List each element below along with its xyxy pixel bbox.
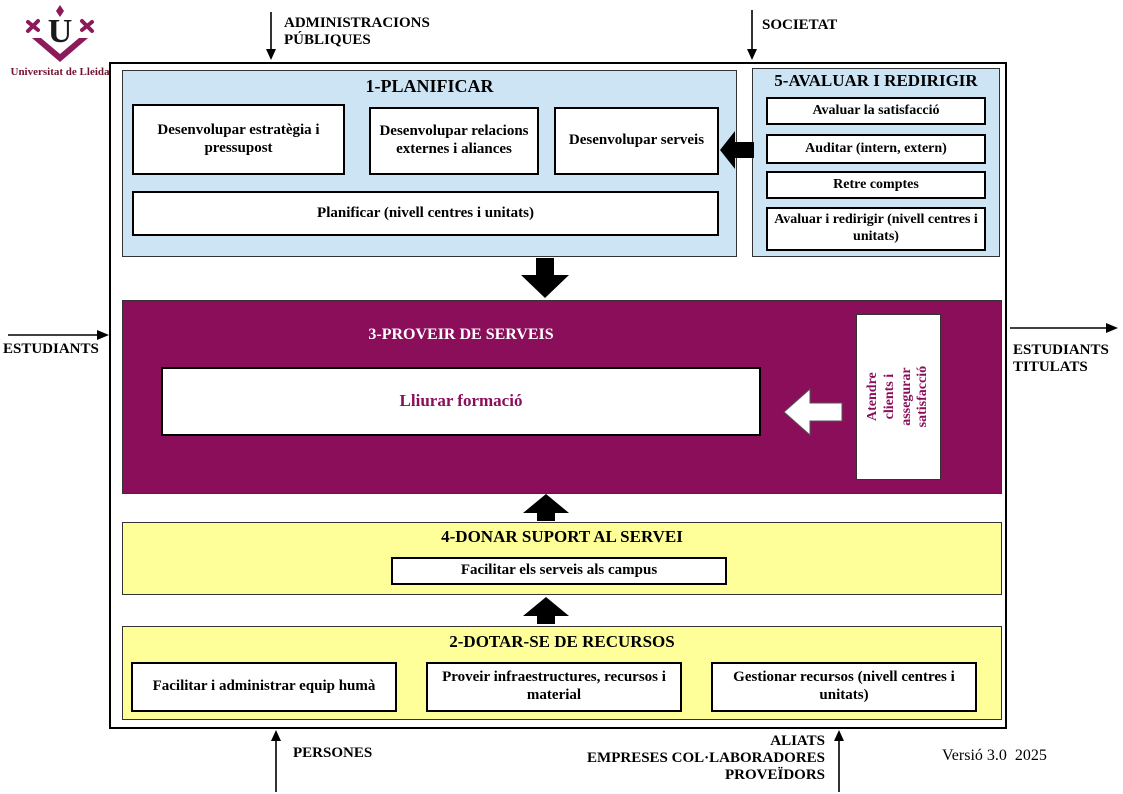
process-box-relacions: Desenvolupar relacions externes i alianc… (369, 107, 539, 175)
process-box-avaluar-redirigir: Avaluar i redirigir (nivell centres i un… (766, 207, 986, 251)
estudiants-titulats-line1: ESTUDIANTS (1013, 342, 1109, 358)
section-planificar-title: 1-PLANIFICAR (365, 76, 494, 96)
section-avaluar: 5-AVALUAR I REDIRIGIR Avaluar la satisfa… (752, 68, 1000, 257)
aliats-line1: ALIATS (770, 733, 825, 749)
section-recursos-title: 2-DOTAR-SE DE RECURSOS (449, 632, 675, 651)
aliats-line3: PROVEÏDORS (724, 766, 825, 783)
block-arrow-up-icon (523, 597, 569, 624)
atendre-clients-label: Atendre clients i assegurar satisfacció (864, 366, 931, 428)
section-proveir: 3-PROVEIR DE SERVEIS Lliurar formació At… (122, 300, 1002, 494)
process-box-facilitar-campus: Facilitar els serveis als campus (391, 557, 727, 585)
process-box-atendre-clients: Atendre clients i assegurar satisfacció (856, 314, 941, 480)
university-crest-icon: U (26, 5, 94, 62)
process-box-avaluar-satisfaccio: Avaluar la satisfacció (766, 97, 986, 125)
svg-text:U: U (48, 13, 73, 50)
external-entity-administracions: ADMINISTRACIONS PÚBLIQUES (284, 15, 430, 49)
estudiants-titulats-line2: TITULATS (1013, 359, 1088, 376)
arrow-up-icon (271, 730, 281, 792)
process-box-equip-huma: Facilitar i administrar equip humà (131, 662, 397, 712)
process-box-serveis: Desenvolupar serveis (554, 107, 719, 175)
section-suport: 4-DONAR SUPORT AL SERVEI Facilitar els s… (122, 522, 1002, 595)
block-arrow-left-icon (720, 131, 754, 169)
external-entity-estudiants: ESTUDIANTS (3, 341, 99, 357)
process-box-estrategia: Desenvolupar estratègia i pressupost (132, 104, 345, 175)
section-planificar: 1-PLANIFICAR Desenvolupar estratègia i p… (122, 70, 737, 257)
section-suport-title: 4-DONAR SUPORT AL SERVEI (441, 527, 683, 546)
university-name: Universitat de Lleida (10, 66, 110, 78)
section-proveir-title: 3-PROVEIR DE SERVEIS (368, 326, 554, 343)
block-arrow-left-white-icon (783, 387, 843, 437)
arrow-right-icon (8, 330, 109, 340)
external-entity-persones: PERSONES (293, 745, 373, 761)
external-entity-aliats: ALIATS EMPRESES COL·LABORADORES PROVEÏDO… (570, 733, 825, 783)
process-box-infraestructures: Proveir infraestructures, recursos i mat… (426, 662, 682, 712)
process-box-retre-comptes: Retre comptes (766, 171, 986, 199)
section-recursos: 2-DOTAR-SE DE RECURSOS Facilitar i admin… (122, 626, 1002, 720)
process-box-lliurar-formacio: Lliurar formació (161, 367, 761, 436)
aliats-line2: EMPRESES COL·LABORADORES (587, 749, 825, 766)
block-arrow-up-icon (523, 494, 569, 521)
external-entity-estudiants-titulats: ESTUDIANTS TITULATS (1013, 342, 1123, 377)
arrow-right-icon (1010, 323, 1118, 333)
arrow-down-icon (266, 12, 276, 60)
process-box-auditar: Auditar (intern, extern) (766, 134, 986, 164)
external-entity-societat: SOCIETAT (762, 17, 838, 33)
lliurar-formacio-label: Lliurar formació (399, 391, 523, 411)
process-box-gestionar-recursos: Gestionar recursos (nivell centres i uni… (711, 662, 977, 712)
process-box-planificar-centres: Planificar (nivell centres i unitats) (132, 191, 719, 236)
block-arrow-down-icon (521, 258, 569, 298)
version-label: Versió 3.0 2025 (942, 747, 1047, 764)
university-logo: U Universitat de Lleida (8, 4, 112, 84)
arrow-down-icon (747, 10, 757, 60)
section-avaluar-title: 5-AVALUAR I REDIRIGIR (774, 71, 978, 90)
arrow-up-icon (834, 730, 844, 792)
